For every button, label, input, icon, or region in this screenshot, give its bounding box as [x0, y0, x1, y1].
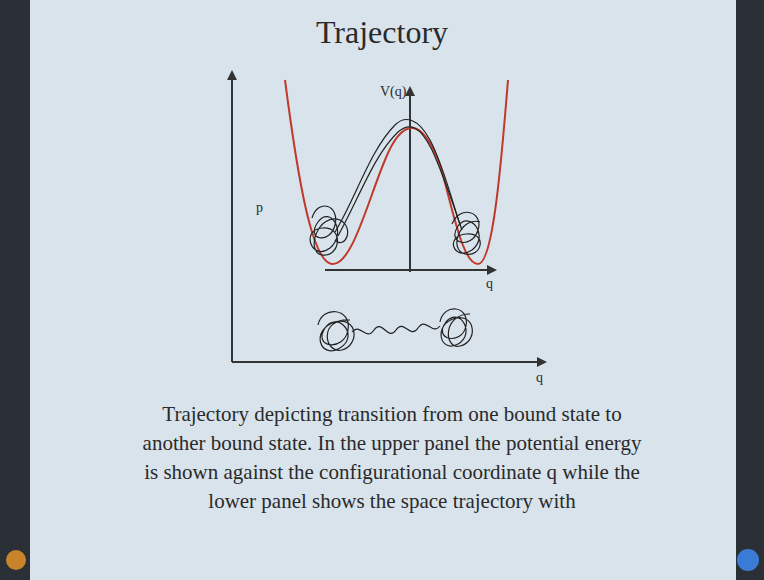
axis-label: q [486, 276, 493, 292]
slide-title: Trajectory [0, 14, 764, 51]
logo-mark [6, 550, 26, 570]
axis-label: p [256, 200, 263, 216]
axis-label: q [536, 370, 543, 386]
axis-label: V(q) [380, 84, 406, 100]
logo-mark [737, 549, 759, 571]
figure-caption: Trajectory depicting transition from one… [142, 400, 642, 516]
